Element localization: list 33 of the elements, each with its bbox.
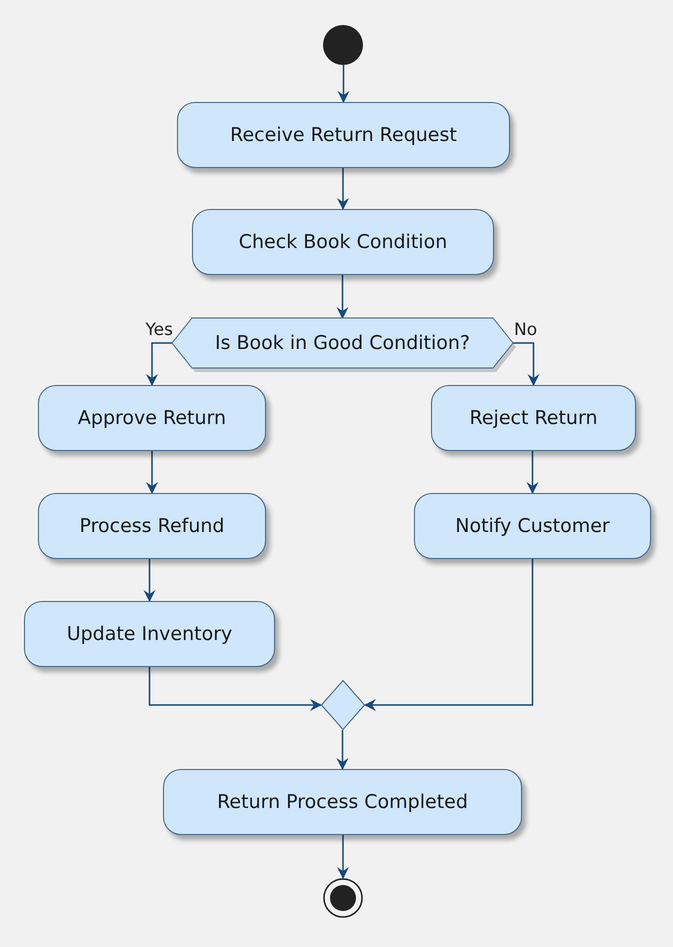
arrow [513, 342, 540, 386]
action-box [192, 209, 494, 275]
action-box [431, 385, 636, 451]
node-label: Receive Return Request [230, 123, 457, 147]
node-label: Return Process Completed [217, 790, 468, 814]
node-label: Process Refund [80, 514, 224, 538]
action-box [24, 601, 275, 667]
node-label: Update Inventory [66, 622, 232, 646]
action-box [414, 493, 651, 559]
arrow [337, 835, 349, 879]
edge-label: Yes [146, 319, 173, 341]
action-box [163, 769, 522, 835]
node-label: Approve Return [78, 406, 226, 430]
node-label: Check Book Condition [238, 230, 448, 254]
arrow [146, 451, 158, 494]
node-label: Reject Return [470, 406, 598, 430]
action-box [38, 385, 266, 451]
arrow [146, 342, 172, 386]
action-box [38, 493, 266, 559]
arrow [144, 559, 156, 602]
arrow [364, 559, 534, 711]
arrow [337, 168, 349, 210]
edge-label: No [514, 319, 538, 341]
merge-diamond [321, 680, 365, 730]
arrow [526, 451, 538, 494]
arrow [336, 730, 348, 770]
end-node [323, 878, 363, 918]
arrow [336, 275, 348, 319]
arrow [148, 667, 322, 711]
node-label: Notify Customer [455, 514, 610, 538]
action-box [177, 102, 510, 168]
start-node [323, 25, 363, 65]
arrow [338, 65, 350, 103]
